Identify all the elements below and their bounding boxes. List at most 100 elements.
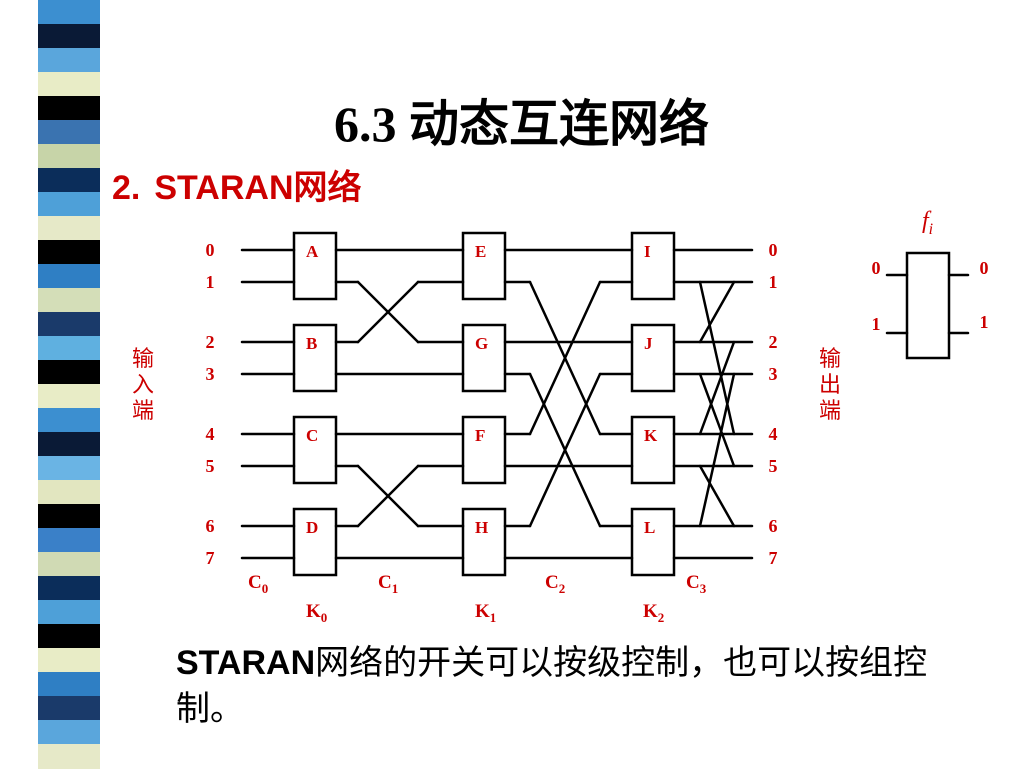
stripe-segment — [38, 720, 100, 745]
stripe-segment — [38, 648, 100, 673]
stripe-segment — [38, 696, 100, 721]
decorative-stripe — [38, 0, 100, 769]
switch-label: H — [475, 518, 488, 537]
c3-wire — [698, 372, 736, 528]
output-side-label: 端 — [819, 399, 841, 424]
section-number: 2. — [112, 169, 141, 207]
switch-label: A — [306, 242, 319, 261]
switch-label: K — [644, 426, 658, 445]
switch-box — [292, 323, 338, 393]
input-number: 1 — [206, 272, 215, 292]
stripe-segment — [38, 312, 100, 337]
stripe-segment — [38, 504, 100, 529]
stripe-segment — [38, 48, 100, 73]
c-control-label: C0 — [248, 572, 268, 596]
stripe-segment — [38, 744, 100, 769]
slide-title: 6.3 动态互连网络 — [334, 96, 709, 152]
c3-wire — [698, 280, 736, 344]
output-side-label: 出 — [819, 373, 841, 398]
switch-label: E — [475, 242, 486, 261]
c2-wire — [528, 372, 602, 528]
stripe-segment — [38, 240, 100, 265]
stripe-segment — [38, 264, 100, 289]
k-group-label: K2 — [643, 601, 664, 625]
stripe-segment — [38, 600, 100, 625]
output-number: 7 — [769, 548, 778, 568]
switch-box — [461, 323, 507, 393]
switch-box — [461, 415, 507, 485]
switch-box — [630, 507, 676, 577]
stripe-segment — [38, 72, 100, 97]
c-control-label: C2 — [545, 572, 565, 596]
input-side-label: 端 — [132, 399, 154, 424]
switch-box — [292, 507, 338, 577]
caption: STARAN网络的开关可以按级控制，也可以按组控制。 — [176, 640, 956, 732]
input-side-label: 入 — [132, 373, 154, 398]
k-group-label: K1 — [475, 601, 496, 625]
input-side-label: 输 — [132, 347, 154, 372]
input-number: 6 — [206, 516, 215, 536]
c3-wire — [698, 280, 736, 436]
stripe-segment — [38, 432, 100, 457]
stripe-segment — [38, 408, 100, 433]
switch-label: L — [644, 518, 655, 537]
switch-label: F — [475, 426, 485, 445]
stripe-segment — [38, 336, 100, 361]
output-side-label: 输 — [819, 347, 841, 372]
input-number: 7 — [206, 548, 215, 568]
input-number: 4 — [206, 424, 215, 444]
legend-function-symbol: fi — [922, 208, 933, 238]
switch-box — [630, 231, 676, 301]
c1-wire — [356, 464, 420, 528]
output-number: 4 — [769, 424, 778, 444]
stripe-segment — [38, 120, 100, 145]
switch-box — [461, 507, 507, 577]
output-number: 3 — [769, 364, 778, 384]
output-number: 0 — [769, 240, 778, 260]
switch-box — [630, 323, 676, 393]
stripe-segment — [38, 480, 100, 505]
switch-label: J — [644, 334, 653, 353]
c3-wire — [698, 464, 736, 528]
stripe-segment — [38, 192, 100, 217]
legend-switch-box — [905, 251, 951, 360]
c-control-label: C3 — [686, 572, 707, 596]
legend-input-number: 0 — [872, 258, 881, 278]
stripe-segment — [38, 288, 100, 313]
input-number: 0 — [206, 240, 215, 260]
input-number: 3 — [206, 364, 215, 384]
switch-label: D — [306, 518, 318, 537]
k-group-label: K0 — [306, 601, 327, 625]
stripe-segment — [38, 672, 100, 697]
caption-lead: STARAN — [176, 644, 316, 682]
stripe-segment — [38, 384, 100, 409]
section-heading: 2.STARAN网络 — [112, 160, 362, 209]
switch-label: C — [306, 426, 318, 445]
output-number: 6 — [769, 516, 778, 536]
c1-wire — [356, 280, 420, 344]
output-number: 5 — [769, 456, 778, 476]
output-number: 2 — [769, 332, 778, 352]
c2-wire — [528, 280, 602, 436]
output-number: 1 — [769, 272, 778, 292]
switch-box — [292, 415, 338, 485]
c3-wire — [698, 372, 736, 468]
caption-text: 网络的开关可以按级控制，也可以按组控制。 — [176, 644, 928, 728]
stripe-segment — [38, 624, 100, 649]
input-number: 2 — [206, 332, 215, 352]
stripe-segment — [38, 360, 100, 385]
stripe-segment — [38, 144, 100, 169]
stripe-segment — [38, 528, 100, 553]
input-number: 5 — [206, 456, 215, 476]
switch-label: B — [306, 334, 317, 353]
stripe-segment — [38, 96, 100, 121]
stripe-segment — [38, 24, 100, 49]
c3-wire — [698, 340, 736, 436]
switch-box — [630, 415, 676, 485]
legend-output-number: 0 — [980, 258, 989, 278]
switch-label: I — [644, 242, 651, 261]
legend-output-number: 1 — [980, 312, 989, 332]
switch-box — [461, 231, 507, 301]
stripe-segment — [38, 0, 100, 25]
